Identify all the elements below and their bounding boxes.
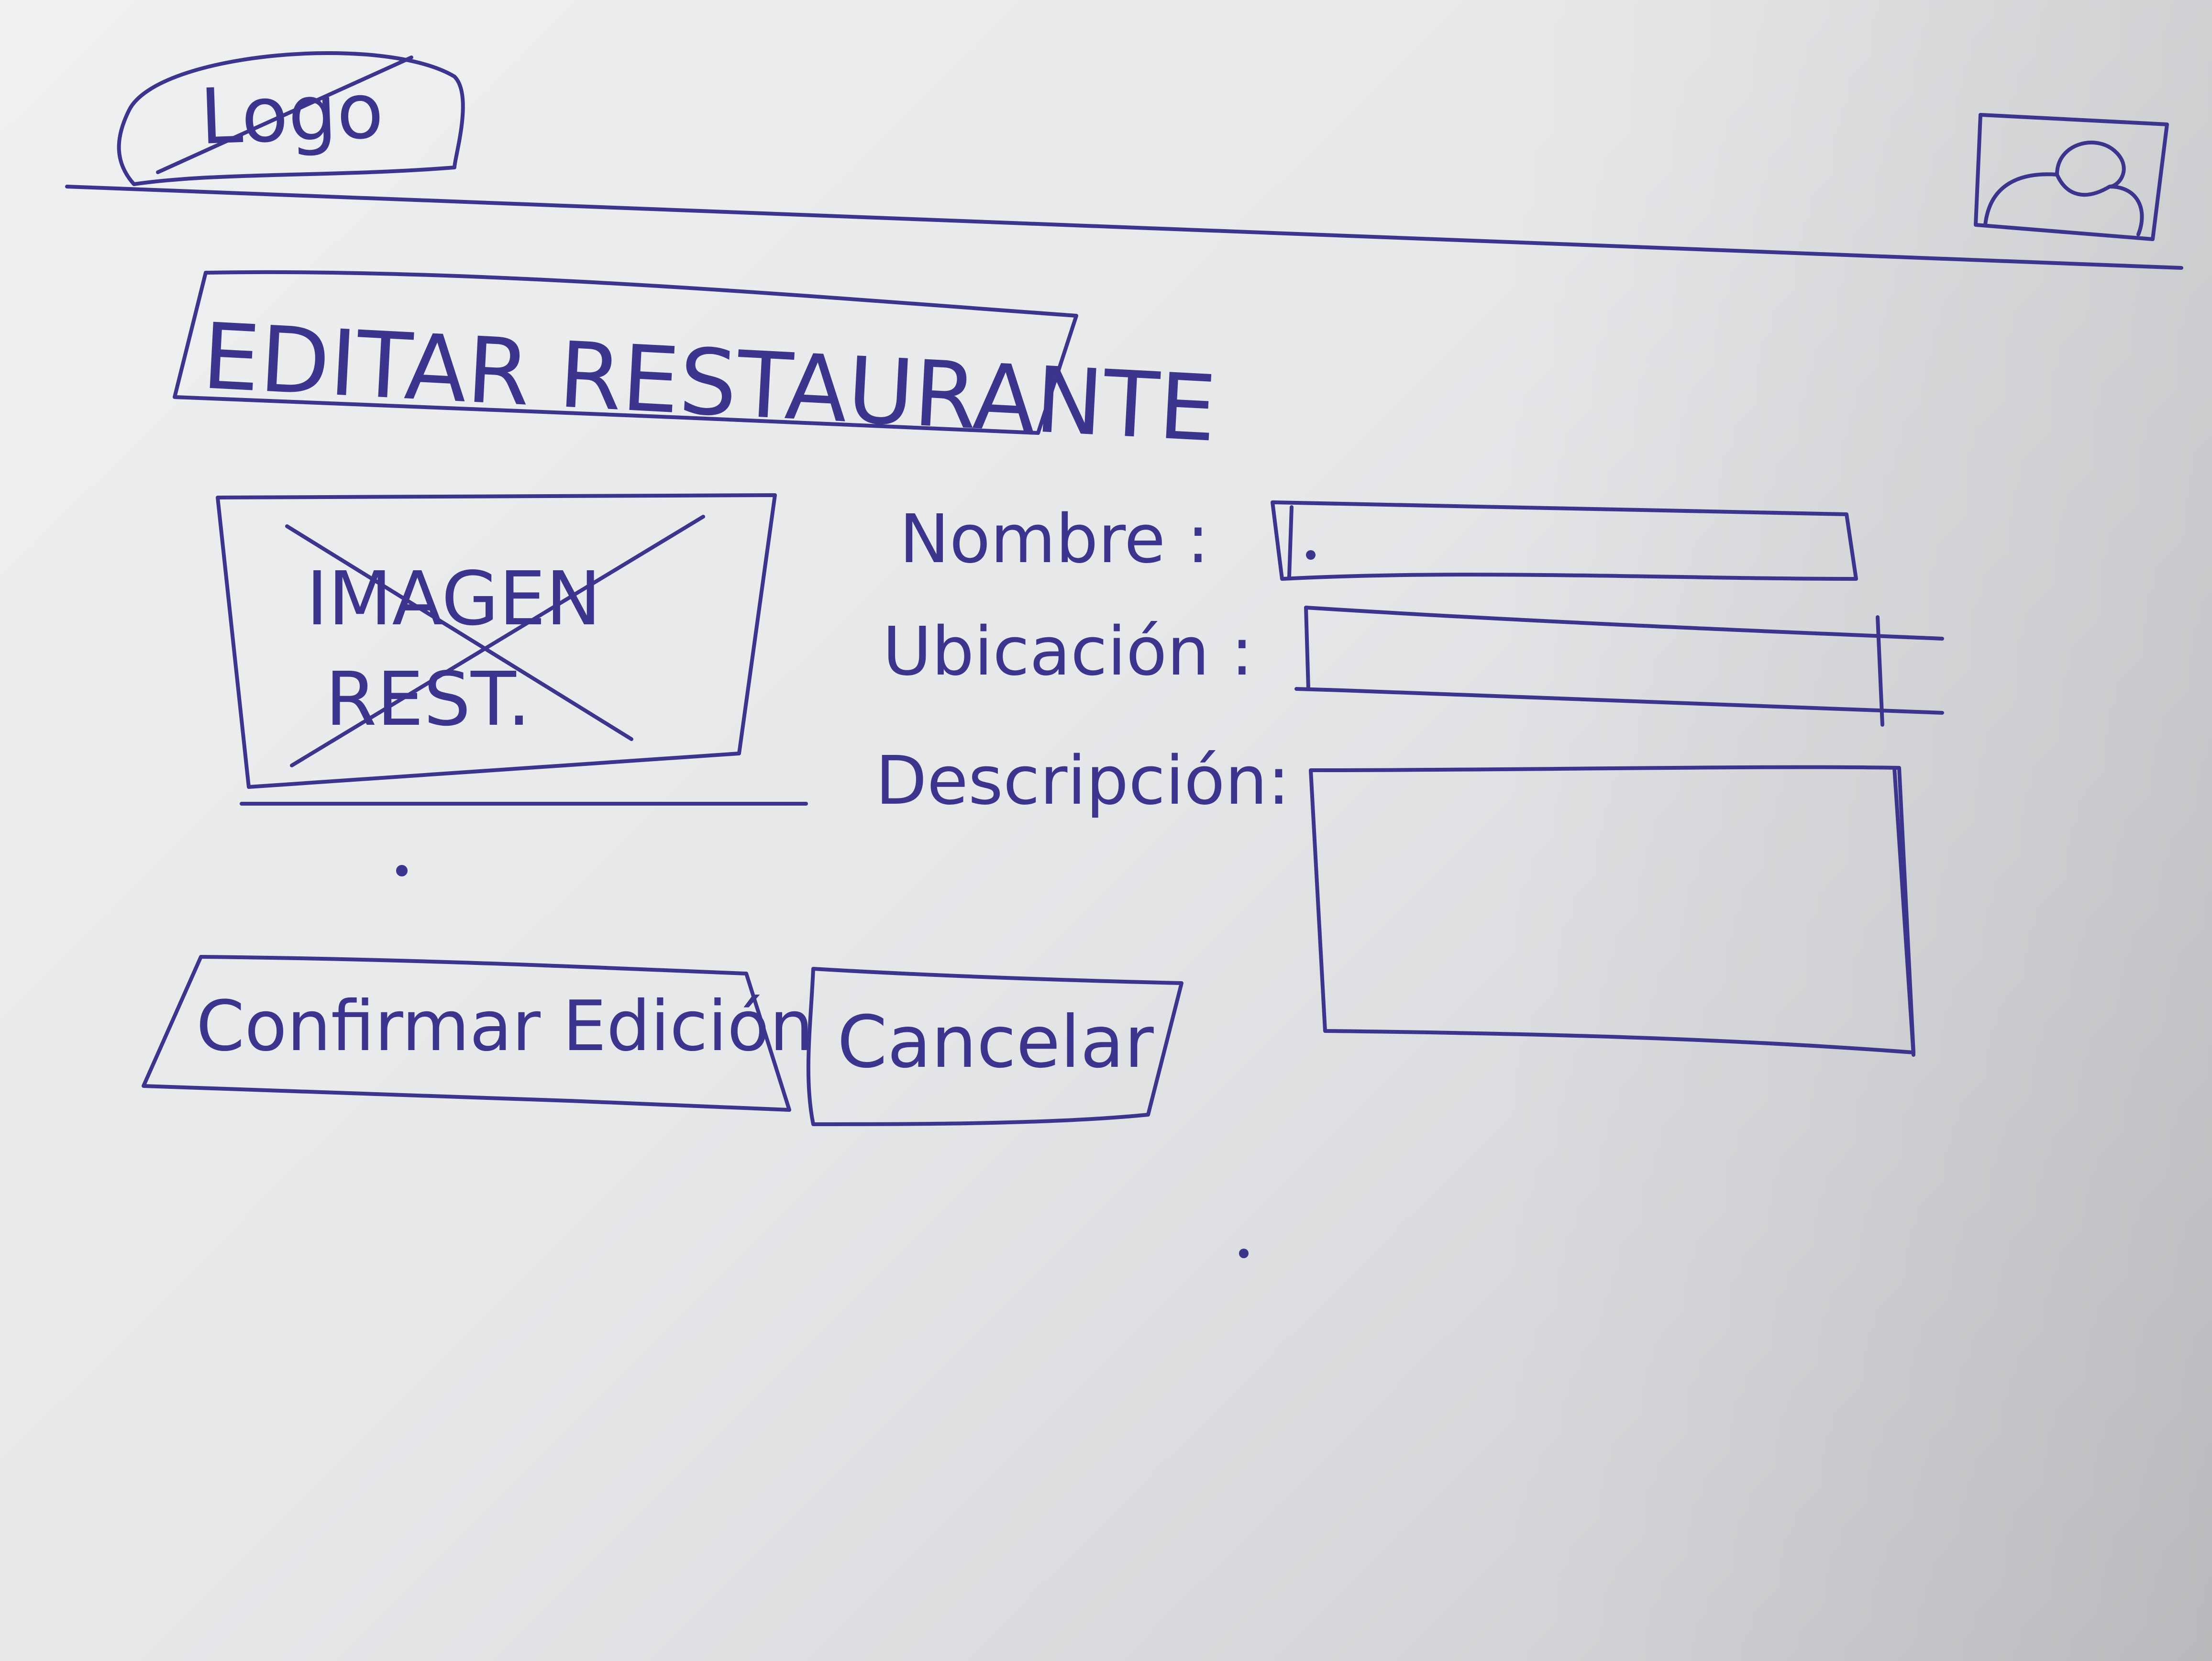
- image-label-line-1: IMAGEN: [306, 555, 601, 642]
- cancel-label: Cancelar: [837, 1001, 1154, 1084]
- stray-mark: [396, 865, 408, 876]
- name-label: Nombre :: [899, 500, 1209, 578]
- description-textarea[interactable]: [1309, 765, 1915, 1057]
- profile-button[interactable]: [1974, 113, 2169, 241]
- page-title: EDITAR RESTAURANTE: [200, 303, 1219, 462]
- cancel-button[interactable]: Cancelar: [806, 967, 1183, 1126]
- confirm-button[interactable]: Confirmar Edición: [142, 955, 814, 1112]
- image-label-line-2: REST.: [325, 656, 531, 742]
- image-placeholder[interactable]: IMAGEN REST.: [216, 493, 808, 806]
- logo-strike: [156, 55, 413, 174]
- description-label: Descripción:: [875, 742, 1290, 820]
- user-icon: [1983, 140, 2144, 236]
- name-input[interactable]: [1271, 500, 1858, 581]
- header-divider: [65, 185, 2183, 270]
- stray-mark: [1239, 1249, 1249, 1258]
- location-input[interactable]: [1294, 606, 1944, 727]
- location-label: Ubicación :: [883, 613, 1253, 691]
- page-title-box: EDITAR RESTAURANTE: [173, 270, 1219, 462]
- confirm-label: Confirmar Edición: [196, 986, 814, 1067]
- logo[interactable]: Logo: [117, 51, 465, 186]
